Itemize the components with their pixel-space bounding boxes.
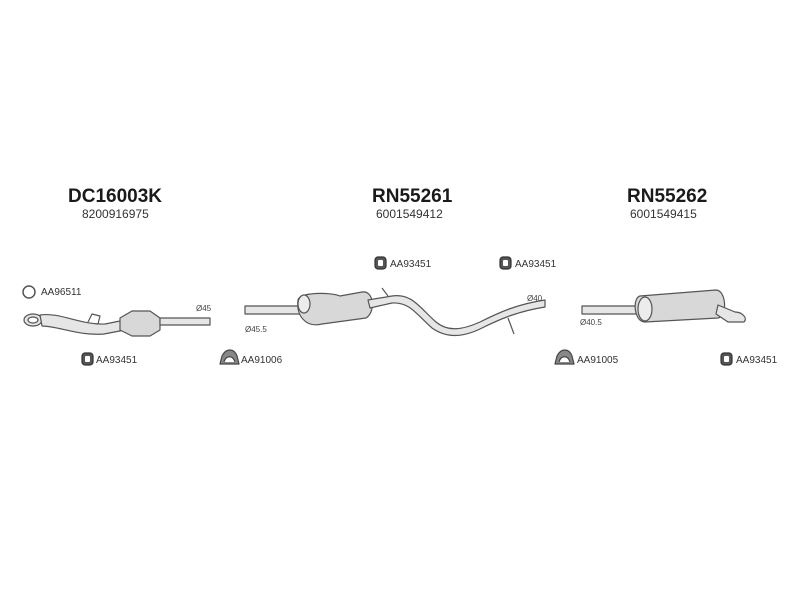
section-code-catalyst: DC16003K — [68, 186, 162, 207]
part-label-ring-left[interactable]: AA96511 — [41, 287, 82, 298]
rubber-hanger-icon-mid-1 — [374, 256, 387, 270]
clamp-icon-left — [219, 349, 240, 365]
ring-icon — [22, 285, 36, 299]
section-code-middle-silencer: RN55261 — [372, 186, 453, 207]
section-oe-catalyst: 8200916975 — [82, 207, 149, 221]
clamp-icon-right — [554, 349, 575, 365]
diameter-label-middle-inlet: Ø45.5 — [245, 325, 267, 334]
catalyst-front-pipe[interactable] — [23, 310, 211, 337]
part-label-hanger-right[interactable]: AA93451 — [736, 355, 778, 366]
diameter-label-rear-inlet: Ø40.5 — [580, 318, 602, 327]
middle-silencer-pipe[interactable] — [244, 287, 546, 337]
diameter-label-middle-outlet: Ø40 — [527, 294, 543, 303]
part-label-hanger-mid-1[interactable]: AA93451 — [390, 259, 432, 270]
rubber-hanger-icon-right — [720, 352, 733, 366]
part-label-clamp-left[interactable]: AA91006 — [241, 355, 283, 366]
rubber-hanger-icon-left — [81, 352, 94, 366]
part-label-hanger-left[interactable]: AA93451 — [96, 355, 138, 366]
rear-silencer-pipe[interactable] — [581, 289, 746, 323]
diameter-label-catalyst-outlet: Ø45 — [196, 304, 212, 313]
rubber-hanger-icon-mid-2 — [499, 256, 512, 270]
section-oe-middle-silencer: 6001549412 — [376, 207, 443, 221]
part-label-hanger-mid-2[interactable]: AA93451 — [515, 259, 557, 270]
section-oe-rear-silencer: 6001549415 — [630, 207, 697, 221]
section-code-rear-silencer: RN55262 — [627, 186, 708, 207]
part-label-clamp-right[interactable]: AA91005 — [577, 355, 619, 366]
